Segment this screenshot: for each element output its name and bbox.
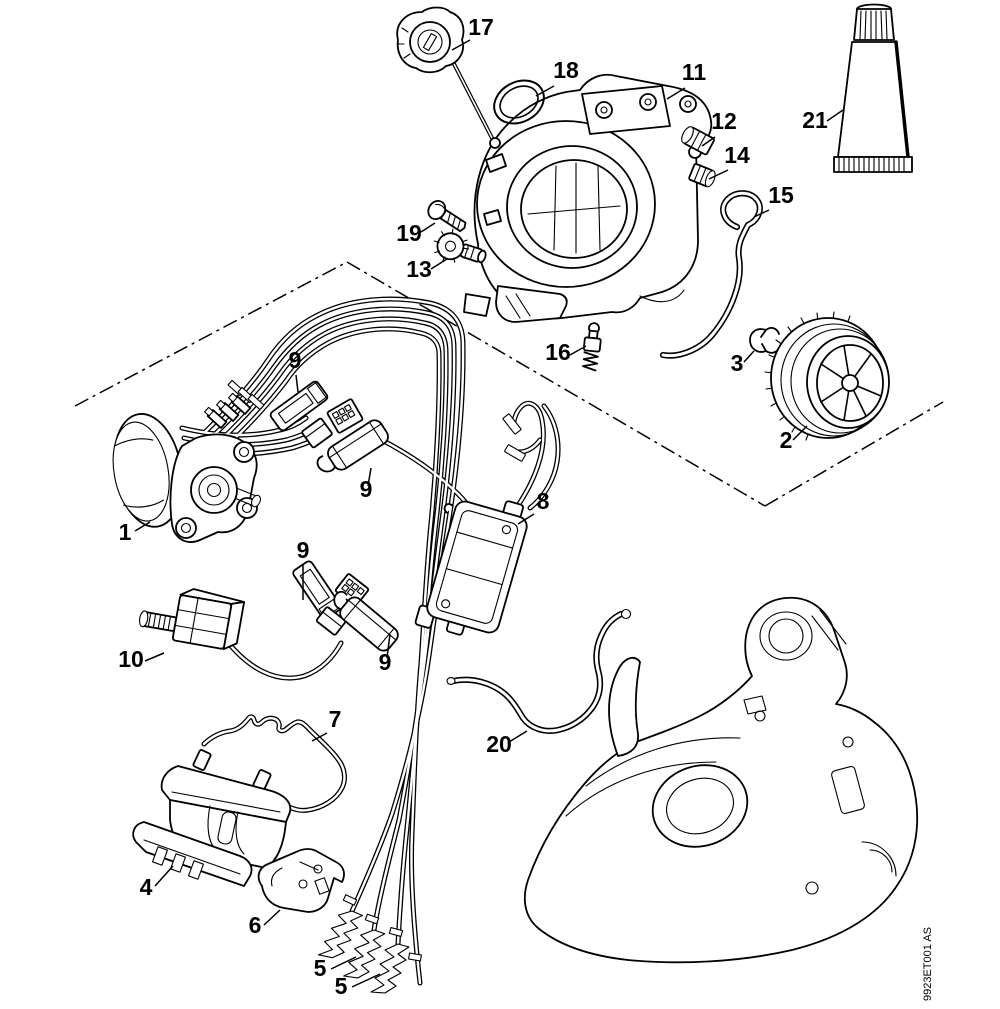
engine-housing-drawing: [523, 596, 919, 964]
callout-9-c: 9: [297, 537, 310, 563]
callout-13: 13: [406, 256, 432, 282]
callout-11: 11: [682, 59, 707, 85]
document-id-code: 9923ET001 AS: [922, 927, 934, 1001]
part-2-flywheel-drawing: [764, 311, 890, 441]
part-5-boots-drawing: [318, 894, 422, 994]
part-10-switch-drawing: [138, 588, 246, 651]
connector-group-top-drawing: [269, 380, 389, 473]
part-7-wire-drawing: [201, 714, 347, 813]
wiring-harness-drawing: [179, 296, 561, 986]
callout-12: 12: [711, 108, 737, 134]
part-21-tube-drawing: [833, 3, 913, 173]
part-19-screw-drawing: [427, 200, 467, 232]
part-3-clip-drawing: [749, 327, 781, 354]
callout-16: 16: [545, 339, 571, 365]
callout-5-b: 5: [335, 973, 348, 999]
part-13-pinion-drawing: [433, 228, 487, 264]
callout-9-d: 9: [379, 649, 392, 675]
callout-20: 20: [486, 731, 512, 757]
callout-9-b: 9: [360, 476, 373, 502]
callout-8: 8: [537, 488, 550, 514]
part-20-wire-drawing: [446, 608, 632, 734]
part-18-o-ring-drawing: [493, 79, 545, 125]
part-16-plug-drawing: [582, 322, 602, 372]
callout-19: 19: [396, 220, 422, 246]
callout-10: 10: [118, 646, 144, 672]
callout-18: 18: [553, 57, 579, 83]
part-8-module-drawing: [414, 500, 528, 636]
callout-4: 4: [140, 874, 153, 900]
callout-3: 3: [731, 350, 744, 376]
part-11-fan-housing-drawing: [463, 73, 713, 323]
callout-15: 15: [768, 182, 794, 208]
part-12-sleeve-drawing: [681, 126, 715, 156]
callout-7: 7: [329, 706, 342, 732]
callout-9-a: 9: [289, 347, 302, 373]
part-17-cap-drawing: [396, 6, 501, 149]
connector-group-lower-drawing: [292, 560, 399, 652]
callout-14: 14: [724, 142, 750, 168]
part-6-bracket-drawing: [257, 848, 345, 913]
callout-2: 2: [780, 427, 793, 453]
part-15-hook-wire-drawing: [659, 190, 763, 359]
part-4-bracket-drawing: [132, 749, 292, 887]
callout-6: 6: [249, 912, 262, 938]
callout-labels: 17 18 11 12 21 14 15 19 13 16 3 2 9 9 1 …: [118, 14, 828, 999]
callout-21: 21: [802, 107, 828, 133]
part-1-ignition-module-drawing: [112, 379, 265, 543]
callout-5-a: 5: [314, 955, 327, 981]
centerline-axis: [74, 261, 944, 507]
callout-17: 17: [468, 14, 494, 40]
callout-1: 1: [119, 519, 132, 545]
callout-leaders: [134, 39, 844, 988]
